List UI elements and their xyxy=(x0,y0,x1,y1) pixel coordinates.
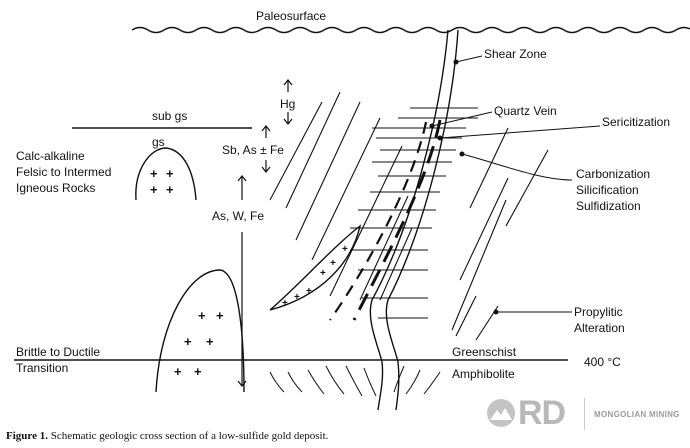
intrusion-lens xyxy=(269,224,362,311)
logo-name: MONGOLIAN MINING xyxy=(594,410,680,419)
amphibolite-label: Amphibolite xyxy=(452,367,515,381)
sb-arrows xyxy=(261,125,271,173)
svg-text:+: + xyxy=(342,244,348,255)
leader-dots xyxy=(429,59,499,315)
silicification-label: Silicification xyxy=(576,183,639,197)
temperature-label: 400 °C xyxy=(584,355,621,369)
svg-text:+: + xyxy=(150,166,158,181)
propylitic-label: Propylitic xyxy=(574,305,623,319)
svg-text:+: + xyxy=(194,364,202,379)
calc-alkaline-label: Calc-alkaline xyxy=(16,149,85,163)
leader-lines xyxy=(431,55,601,313)
sulfidization-label: Sulfidization xyxy=(576,199,641,213)
felsic-label: Felsic to Intermed xyxy=(16,165,111,179)
intrusion-upper-dome xyxy=(135,147,197,201)
figure-caption: Figure 1. Schematic geologic cross secti… xyxy=(6,430,328,442)
greenschist-label: Greenschist xyxy=(452,345,517,359)
transition-label: Transition xyxy=(16,361,68,375)
igneous-label: Igneous Rocks xyxy=(16,181,95,195)
gs-label: gs xyxy=(152,135,165,149)
alteration-label: Alteration xyxy=(574,321,625,335)
svg-text:+: + xyxy=(174,364,182,379)
ductile-lines xyxy=(269,365,441,397)
svg-text:+: + xyxy=(282,298,288,309)
shear-zone-label: Shear Zone xyxy=(484,47,547,61)
as-w-fe-label: As, W, Fe xyxy=(212,209,264,223)
shear-zone-left-boundary xyxy=(369,29,449,411)
svg-text:+: + xyxy=(150,182,158,197)
logo-divider xyxy=(584,398,585,430)
svg-text:+: + xyxy=(320,268,326,279)
hg-arrows xyxy=(283,79,293,125)
hg-label: Hg xyxy=(280,97,295,111)
mountain-icon xyxy=(487,399,515,427)
paleosurface-label: Paleosurface xyxy=(256,9,326,23)
sub-gs-label: sub gs xyxy=(152,109,187,123)
svg-text:+: + xyxy=(216,308,224,323)
svg-text:+: + xyxy=(206,334,214,349)
as-w-fe-arrows xyxy=(237,175,247,387)
quartz-vein-label: Quartz Vein xyxy=(494,104,557,118)
svg-text:+: + xyxy=(166,182,174,197)
carbonization-label: Carbonization xyxy=(576,167,650,181)
watermark-logo: RD MONGOLIAN MINING xyxy=(486,394,686,434)
caption-text: Schematic geologic cross section of a lo… xyxy=(50,430,329,442)
igneous-plus-marks: ++ ++ ++ ++ ++ ++ ++ ++ xyxy=(150,166,348,379)
caption-label: Figure 1. xyxy=(6,430,48,442)
svg-text:+: + xyxy=(330,258,336,269)
svg-text:+: + xyxy=(166,166,174,181)
sericitization-label: Sericitization xyxy=(602,115,670,129)
svg-text:+: + xyxy=(306,286,312,297)
diagonal-fractures xyxy=(269,91,549,341)
quartz-vein-dashed xyxy=(352,119,442,321)
quartz-vein-dashed-2 xyxy=(329,121,428,321)
svg-text:+: + xyxy=(184,334,192,349)
shear-zone-right-boundary xyxy=(385,29,459,411)
svg-text:+: + xyxy=(198,308,206,323)
svg-text:+: + xyxy=(294,292,300,303)
paleosurface-line xyxy=(131,26,690,34)
brittle-label: Brittle to Ductile xyxy=(16,345,100,359)
sb-as-fe-label: Sb, As ± Fe xyxy=(222,143,284,157)
logo-mark: RD xyxy=(518,394,566,432)
